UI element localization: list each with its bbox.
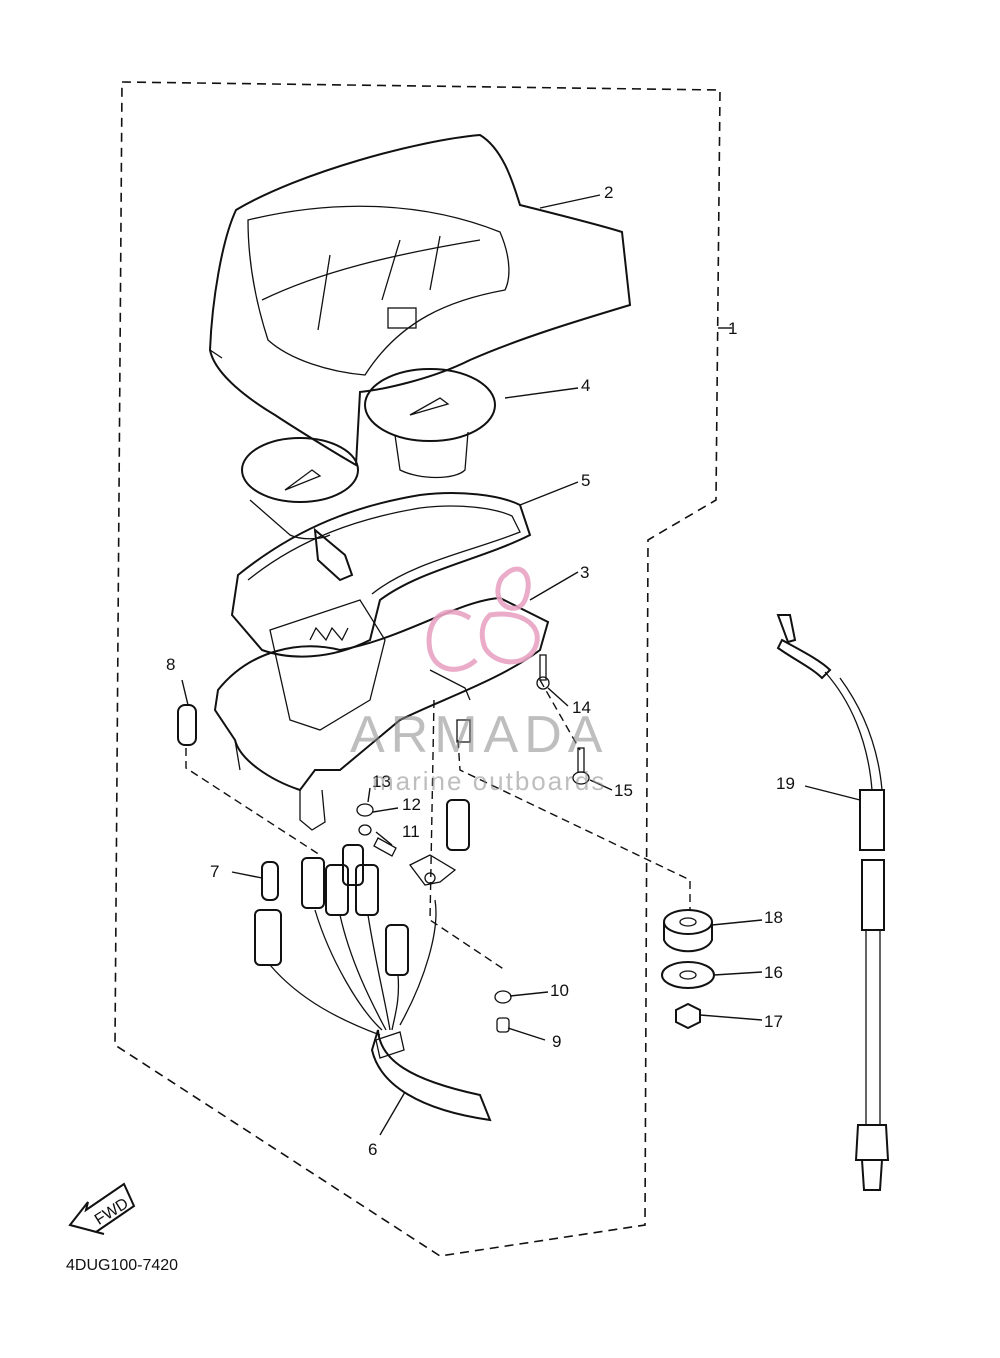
diagram-code: 4DUG100-7420 <box>66 1257 178 1274</box>
nut-17 <box>675 1002 701 1030</box>
callout-14: 14 <box>572 698 591 717</box>
fwd-label: FWD <box>92 1195 132 1229</box>
gasket <box>230 492 532 658</box>
washer-12-13 <box>356 803 374 836</box>
callout-11: 11 <box>402 822 420 841</box>
bolt-15 <box>456 719 590 785</box>
callout-13: 13 <box>372 772 391 791</box>
screw-9 <box>496 1017 510 1033</box>
assembly-boundary <box>114 81 721 1257</box>
watermark-logo <box>426 566 540 672</box>
callout-1: 1 <box>728 319 737 338</box>
callout-18: 18 <box>764 908 783 927</box>
callout-2: 2 <box>604 183 613 202</box>
nut-10 <box>494 990 512 1004</box>
callout-3: 3 <box>580 563 589 582</box>
callout-6: 6 <box>368 1140 377 1159</box>
callout-9: 9 <box>552 1032 561 1051</box>
callout-17: 17 <box>764 1012 783 1031</box>
callout-12: 12 <box>402 795 421 814</box>
speedometer-cable <box>776 614 890 1191</box>
meter-case <box>213 596 550 831</box>
callout-leaders <box>181 194 861 1136</box>
bulb-7 <box>261 861 279 901</box>
washer-16 <box>661 961 715 989</box>
callout-19: 19 <box>776 774 795 793</box>
callout-10: 10 <box>550 981 569 1000</box>
bulb-sockets <box>254 799 470 976</box>
meter-gauges <box>241 368 496 582</box>
watermark-brand: ARMADA <box>350 706 608 764</box>
connection-lines <box>185 679 691 971</box>
grommet-18 <box>663 909 713 953</box>
callout-7: 7 <box>210 862 219 881</box>
bracket-bolt <box>409 854 457 886</box>
callout-15: 15 <box>614 781 633 800</box>
watermark: ARMADA marine outboards <box>350 566 608 796</box>
callout-8: 8 <box>166 655 175 674</box>
callout-4: 4 <box>581 376 590 395</box>
bulb-8 <box>177 704 197 746</box>
meter-cover <box>208 133 632 467</box>
screw-14 <box>536 654 550 690</box>
wire-harness <box>269 899 492 1122</box>
fwd-arrow-icon: FWD <box>68 1182 136 1235</box>
callout-5: 5 <box>581 471 590 490</box>
screw-11 <box>373 837 397 857</box>
watermark-tagline: marine outboards <box>372 766 606 796</box>
callout-16: 16 <box>764 963 783 982</box>
